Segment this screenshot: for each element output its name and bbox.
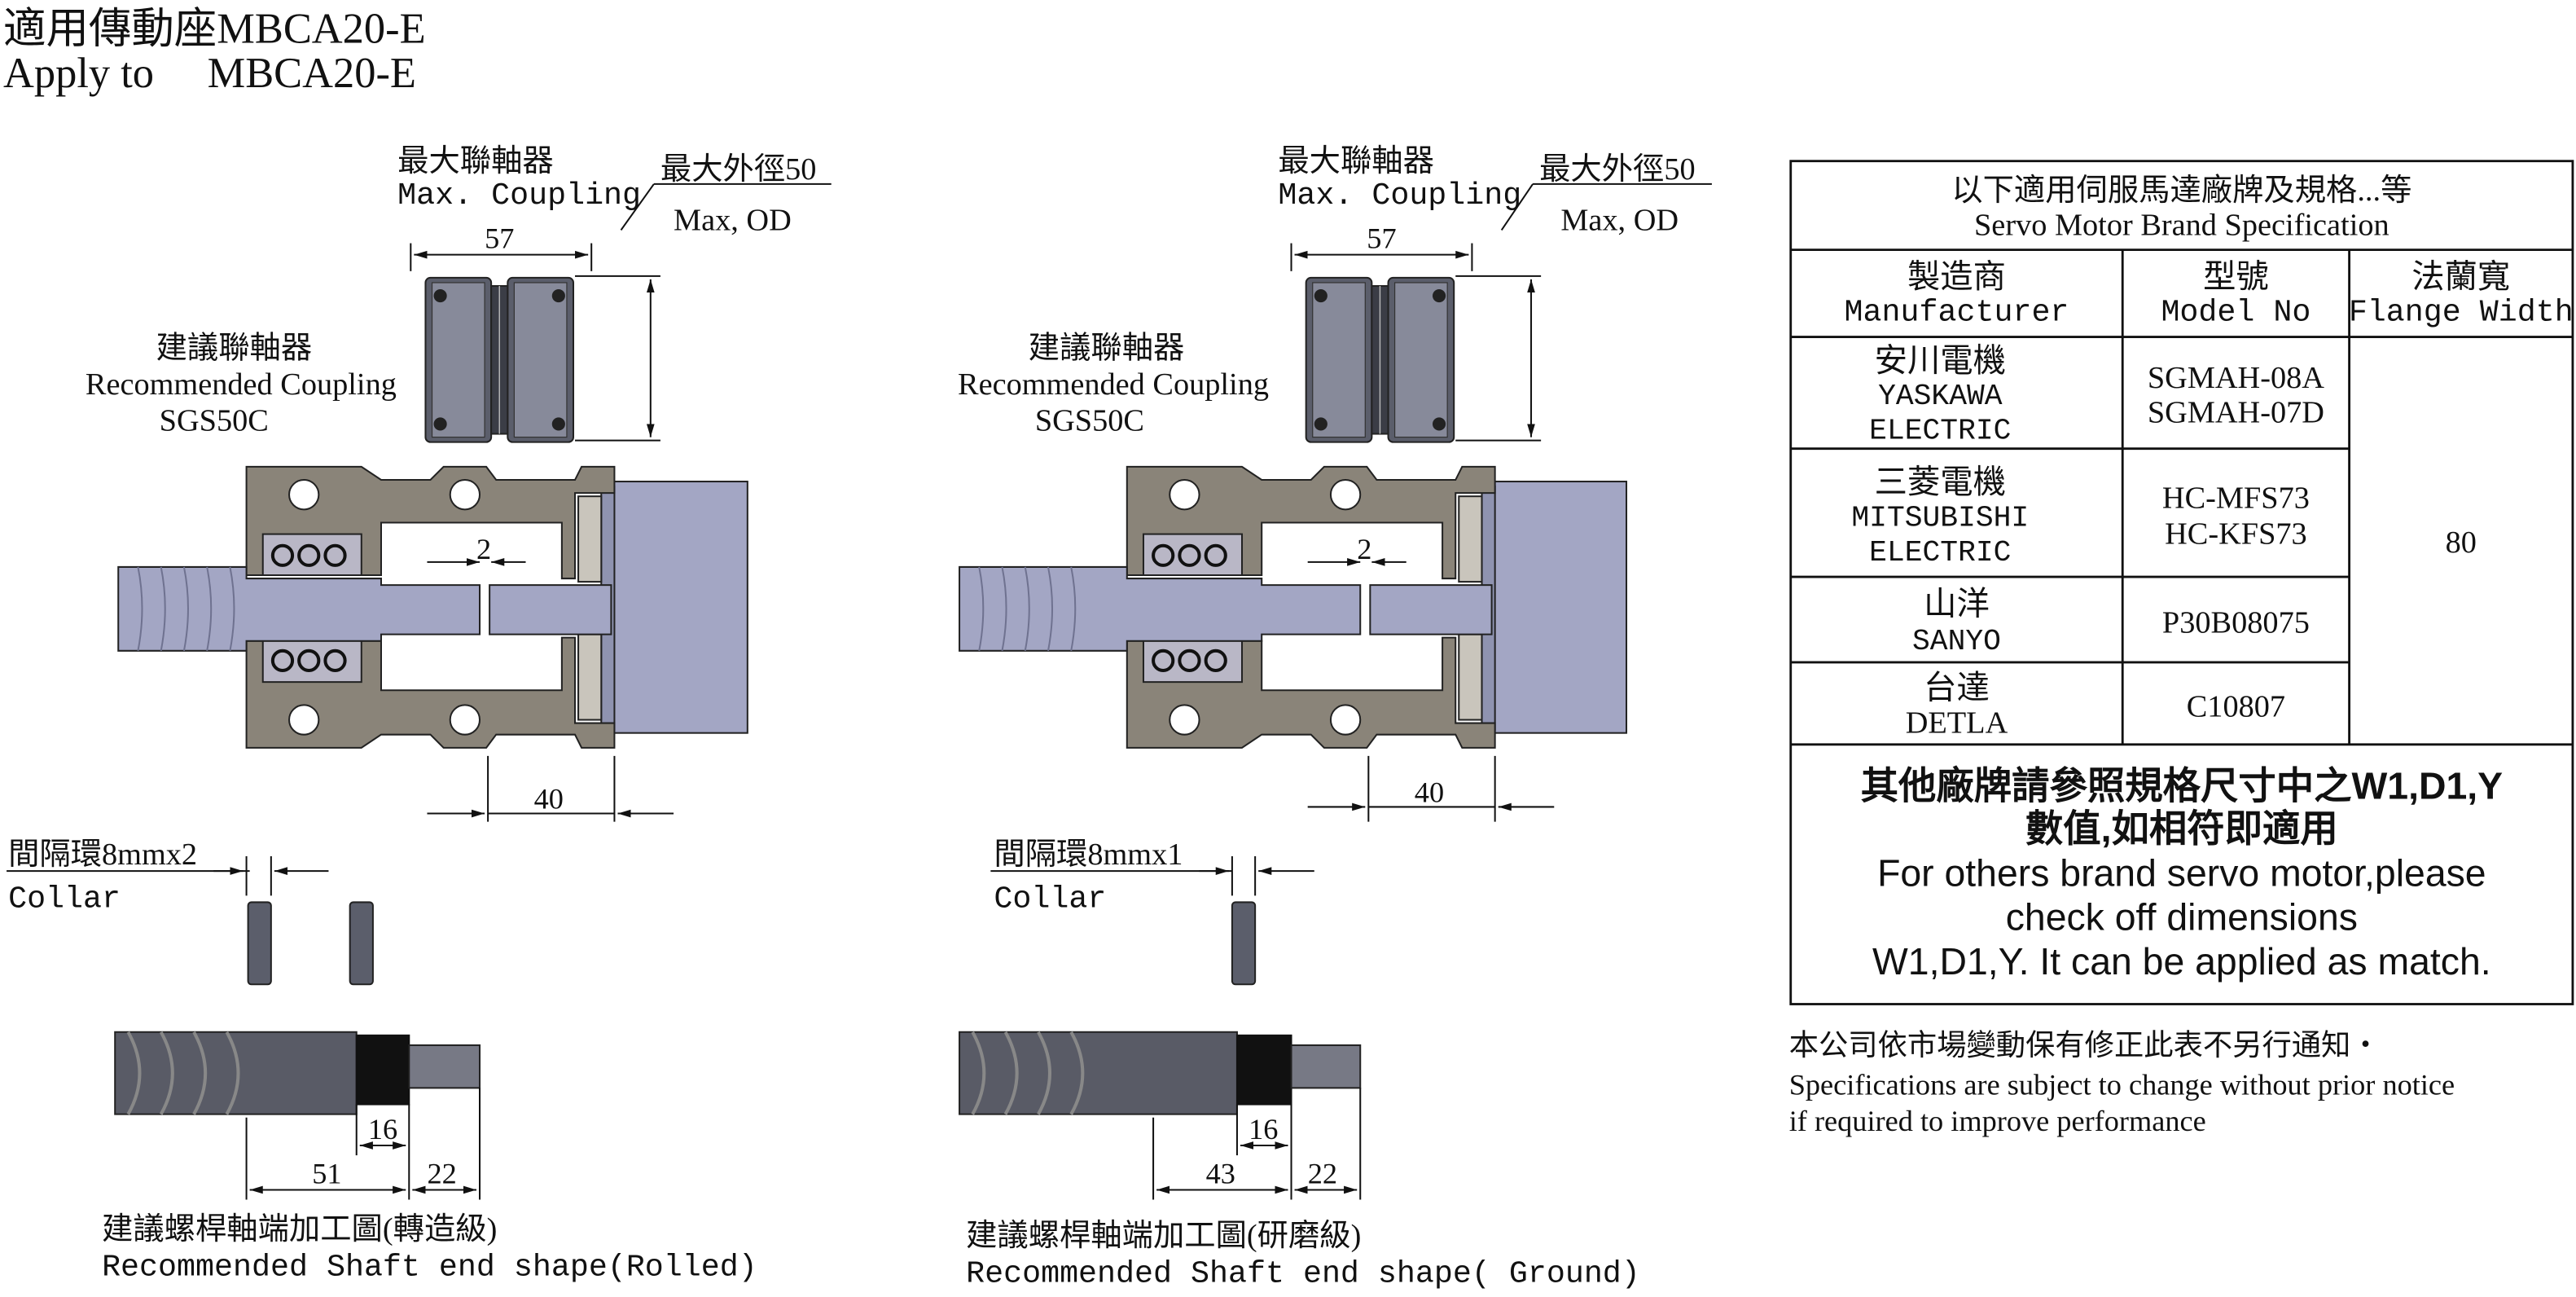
dim-57-text: 57 — [485, 222, 514, 255]
row2-model1: HC-MFS73 — [2162, 481, 2310, 515]
row1-model1: SGMAH-08A — [2148, 361, 2324, 395]
shaft-caption-en: Recommended Shaft end shape(Rolled) — [102, 1249, 757, 1285]
rec-coupling-model-2: SGS50C — [1035, 404, 1144, 438]
row2-model2: HC-KFS73 — [2165, 517, 2307, 552]
header-flange-zh: 法蘭寬 — [2411, 258, 2510, 295]
max-od-leader-slant — [620, 183, 655, 231]
table-title-en: Servo Motor Brand Specification — [1974, 208, 2389, 242]
header-model-zh: 型號 — [2203, 258, 2269, 295]
screw-thread — [137, 566, 235, 652]
collar-ring-2 — [349, 901, 374, 986]
motor-block-2 — [1490, 481, 1628, 734]
assembly-rolled: 最大聯軸器 Max. Coupling 最大外徑50 Max, OD 57 建議… — [7, 144, 832, 1285]
dim-22-text-2: 22 — [1308, 1157, 1337, 1189]
spec-table-text: 以下適用伺服馬達廠牌及規格...等 Servo Motor Brand Spec… — [1845, 173, 2574, 983]
rec-coupling-zh: 建議聯軸器 — [156, 332, 313, 366]
dim-22-text: 22 — [427, 1157, 456, 1189]
max-coupling-label-zh: 最大聯軸器 — [397, 144, 554, 178]
dim-40-text-2: 40 — [1415, 776, 1444, 808]
bearings — [261, 533, 362, 684]
spec-table — [1789, 160, 2574, 1005]
bearing-housing — [245, 465, 616, 749]
table-title-zh: 以下適用伺服馬達廠牌及規格...等 — [1951, 173, 2411, 208]
collar-label-zh: 間隔環8mmx2 — [8, 838, 197, 872]
shaft-end-detail — [114, 1031, 481, 1115]
note-zh-2: 數值,如相符即適用 — [2025, 807, 2338, 850]
footnote-zh: 本公司依市場變動保有修正此表不另行通知・ — [1789, 1029, 2381, 1062]
collar-label-en-2: Collar — [994, 881, 1106, 917]
dim-40-text: 40 — [534, 782, 564, 815]
row3-brand-zh: 山洋 — [1924, 585, 1990, 622]
note-en-2: check off dimensions — [2006, 896, 2358, 939]
max-od-label-zh-2: 最大外徑50 — [1539, 152, 1696, 187]
shaft-caption-zh: 建議螺桿軸端加工圖(轉造級) — [102, 1212, 497, 1246]
flange-width-value: 80 — [2446, 525, 2477, 560]
rec-coupling-en: Recommended Coupling — [86, 367, 397, 402]
dim-51-text: 51 — [312, 1157, 341, 1189]
rec-coupling-en-2: Recommended Coupling — [958, 367, 1269, 402]
max-od-label-en-2: Max, OD — [1560, 203, 1679, 237]
note-zh-1: 其他廠牌請參照規格尺寸中之W1,D1,Y — [1861, 764, 2503, 807]
max-coupling-label-en: Max. Coupling — [397, 178, 641, 213]
dim-16-text: 16 — [368, 1113, 397, 1145]
title-en: Apply to MBCA20-E — [3, 50, 416, 97]
row4-brand-zh: 台達 — [1924, 669, 1990, 706]
motor-block — [610, 481, 748, 734]
table-border — [1789, 160, 2574, 1005]
row2-brand-zh: 三菱電機 — [1875, 464, 2006, 500]
shaft-end-detail-2 — [959, 1031, 1362, 1115]
row1-brand-zh: 安川電機 — [1875, 342, 2006, 379]
collar-ring-3 — [1231, 901, 1257, 986]
header-manufacturer-en: Manufacturer — [1845, 294, 2069, 330]
max-od-leader-slant-2 — [1500, 183, 1534, 231]
shaft-caption-zh-2: 建議螺桿軸端加工圖(研磨級) — [966, 1219, 1361, 1253]
row4-model1: C10807 — [2187, 689, 2285, 723]
title-zh: 適用傳動座MBCA20-E — [3, 5, 426, 52]
collar-ring-1 — [247, 901, 272, 986]
row1-model2: SGMAH-07D — [2148, 395, 2324, 429]
row2-brand-en2: ELECTRIC — [1869, 536, 2011, 569]
max-od-label-en: Max, OD — [674, 203, 792, 237]
collar-label-zh-2: 間隔環8mmx1 — [994, 838, 1183, 872]
dim-16-text-2: 16 — [1249, 1113, 1278, 1145]
motor-shaft-2 — [1369, 584, 1493, 635]
row2-brand-en1: MITSUBISHI — [1851, 502, 2029, 535]
note-en-1: For others brand servo motor,please — [1877, 851, 2486, 894]
screw-shaft — [117, 565, 481, 652]
motor-shaft — [489, 584, 612, 635]
shaft-caption-en-2: Recommended Shaft end shape( Ground) — [966, 1255, 1640, 1288]
row1-brand-en2: ELECTRIC — [1869, 415, 2011, 448]
collar-label-en: Collar — [8, 881, 121, 917]
dim-gap-text-2: 2 — [1357, 533, 1371, 565]
max-coupling-part-2 — [1305, 276, 1455, 443]
assembly-ground: 最大聯軸器 Max. Coupling 最大外徑50 Max, OD 57 建議… — [958, 144, 1712, 1291]
rec-coupling-zh-2: 建議聯軸器 — [1029, 332, 1185, 366]
screw-thread-2 — [978, 566, 1077, 652]
rec-coupling-model: SGS50C — [160, 404, 269, 438]
header-flange-en: Flange Width — [2349, 294, 2574, 330]
footnote-en-1: Specifications are subject to change wit… — [1789, 1068, 2455, 1101]
dim-57-text-2: 57 — [1367, 222, 1396, 255]
row4-brand-en1: DETLA — [1906, 706, 2008, 741]
max-coupling-part — [424, 276, 575, 443]
max-coupling-label-en-2: Max. Coupling — [1278, 178, 1521, 213]
row3-model1: P30B08075 — [2162, 606, 2310, 640]
max-coupling-label-zh-2: 最大聯軸器 — [1278, 144, 1434, 178]
header-manufacturer-zh: 製造商 — [1907, 258, 2006, 295]
header-model-en: Model No — [2161, 294, 2311, 330]
dim-gap-text: 2 — [476, 533, 491, 565]
note-en-3: W1,D1,Y. It can be applied as match. — [1872, 940, 2491, 983]
row1-brand-en1: YASKAWA — [1878, 380, 2003, 413]
screw-shaft-2 — [959, 565, 1362, 652]
max-od-label-zh: 最大外徑50 — [660, 152, 817, 187]
dim-43-text: 43 — [1206, 1157, 1235, 1189]
row3-brand-en1: SANYO — [1912, 625, 2001, 658]
footnote-en-2: if required to improve performance — [1789, 1105, 2206, 1137]
